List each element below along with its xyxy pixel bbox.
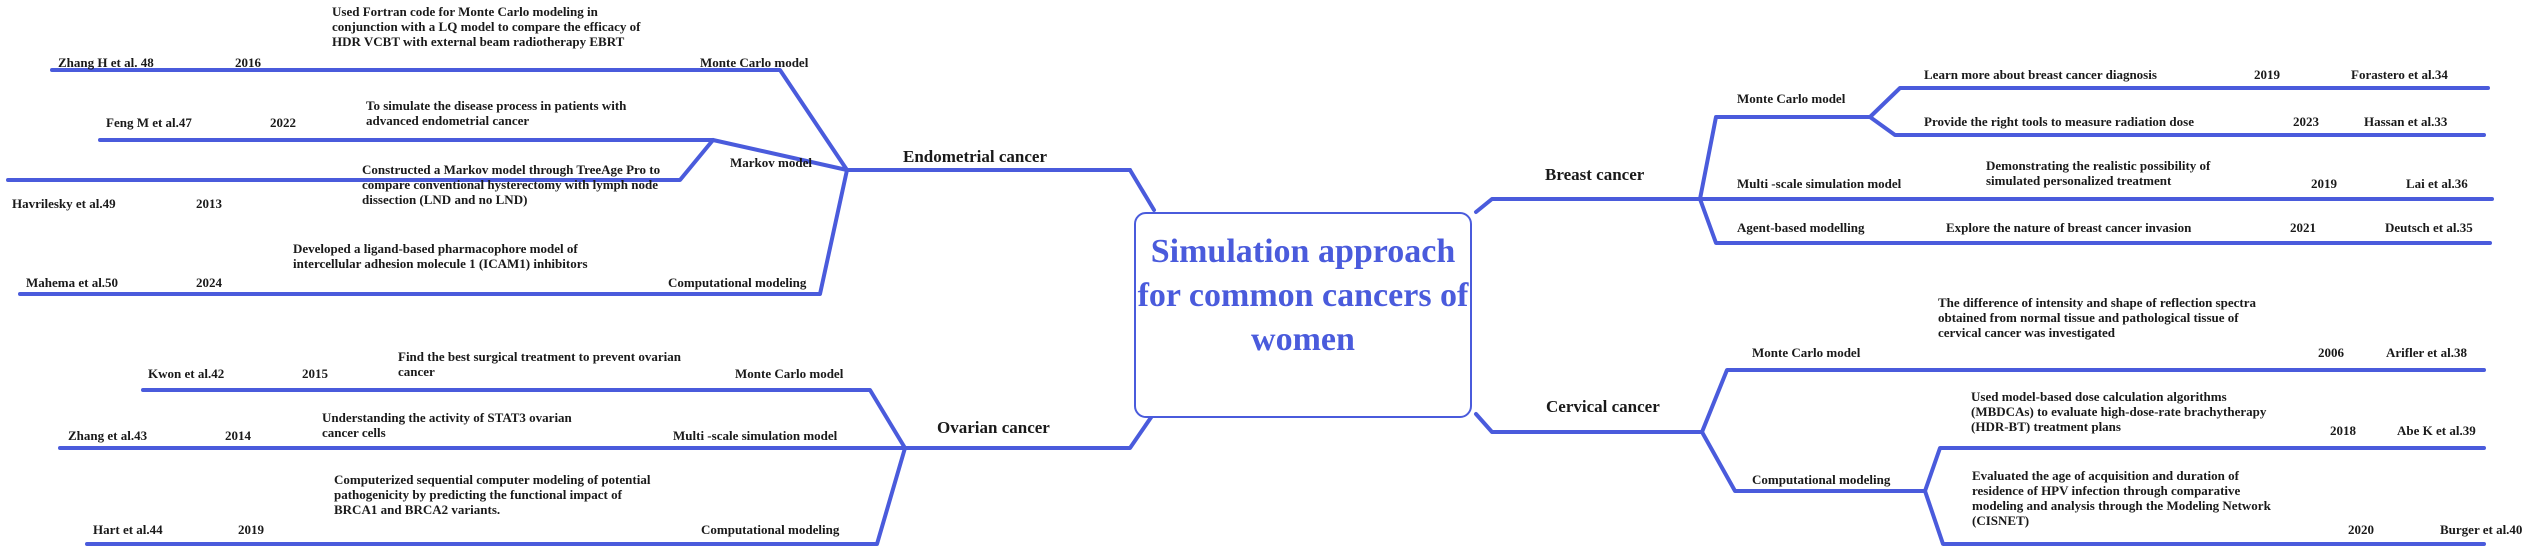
endometrial-comp-method: Computational modeling	[668, 275, 807, 290]
line-endometrial-computational	[18, 168, 1132, 296]
endometrial-comp-year: 2024	[196, 275, 222, 290]
breast-agent-method: Agent-based modelling	[1737, 220, 1865, 235]
ovarian-ms-author: Zhang et al.43	[68, 428, 148, 443]
endometrial-comp-desc: Developed a ligand-based pharmacophore m…	[293, 241, 588, 271]
endometrial-markov-desc-1: To simulate the disease process in patie…	[366, 98, 627, 128]
breast-mc-author-1: Forastero et al.34	[2351, 67, 2448, 82]
category-ovarian: Ovarian cancer	[937, 418, 1050, 437]
breast-ms-desc: Demonstrating the realistic possibility …	[1986, 158, 2211, 188]
line-endometrial-markov-bottom	[6, 138, 715, 182]
breast-ms-author: Lai et al.36	[2406, 176, 2468, 191]
endometrial-mc-desc: Used Fortran code for Monte Carlo modeli…	[332, 4, 641, 49]
cervical-mc-year: 2006	[2318, 345, 2344, 360]
endometrial-mc-year: 2016	[235, 55, 261, 70]
line-breast-monte-carlo	[1474, 86, 2490, 214]
endometrial-mc-method: Monte Carlo model	[700, 55, 809, 70]
cervical-comp-year-2: 2020	[2348, 522, 2374, 537]
ovarian-comp-method: Computational modeling	[701, 522, 840, 537]
endometrial-comp-author: Mahema et al.50	[26, 275, 119, 290]
ovarian-mc-desc: Find the best surgical treatment to prev…	[398, 349, 681, 379]
endometrial-mc-author: Zhang H et al. 48	[58, 55, 154, 70]
breast-mc-desc-2: Provide the right tools to measure radia…	[1924, 114, 2194, 129]
center-title: Simulation approach for common cancers o…	[1137, 233, 1469, 358]
endometrial-markov-year-2: 2013	[196, 196, 222, 211]
cervical-comp-desc-2: Evaluated the age of acquisition and dur…	[1972, 468, 2271, 528]
ovarian-mc-author: Kwon et al.42	[148, 366, 225, 381]
breast-mc-desc-1: Learn more about breast cancer diagnosis	[1924, 67, 2157, 82]
ovarian-comp-desc: Computerized sequential computer modelin…	[334, 472, 651, 517]
line-ovarian-computational	[85, 446, 907, 546]
line-breast-agent	[1698, 197, 2492, 245]
ovarian-ms-desc: Understanding the activity of STAT3 ovar…	[322, 410, 572, 440]
category-endometrial: Endometrial cancer	[903, 147, 1047, 166]
center-box	[1134, 212, 1472, 418]
ovarian-comp-author: Hart et al.44	[93, 522, 163, 537]
category-cervical: Cervical cancer	[1546, 397, 1660, 416]
breast-mc-method: Monte Carlo model	[1737, 91, 1846, 106]
breast-mc-year-1: 2019	[2254, 67, 2280, 82]
cervical-comp-desc-1: Used model-based dose calculation algori…	[1971, 389, 2267, 434]
category-breast: Breast cancer	[1545, 165, 1645, 184]
cervical-comp-author-1: Abe K et al.39	[2397, 423, 2476, 438]
line-breast-monte-carlo-lower	[1868, 115, 2486, 137]
breast-ms-year: 2019	[2311, 176, 2337, 191]
ovarian-mc-method: Monte Carlo model	[735, 366, 844, 381]
ovarian-comp-year: 2019	[238, 522, 264, 537]
endometrial-markov-year-1: 2022	[270, 115, 296, 130]
endometrial-markov-author-1: Feng M et al.47	[106, 115, 192, 130]
breast-agent-year: 2021	[2290, 220, 2316, 235]
line-cervical-computational-bottom	[1923, 489, 2486, 546]
cervical-mc-method: Monte Carlo model	[1752, 345, 1861, 360]
cervical-comp-method: Computational modeling	[1752, 472, 1891, 487]
cervical-comp-year-1: 2018	[2330, 423, 2356, 438]
breast-agent-author: Deutsch et al.35	[2385, 220, 2473, 235]
endometrial-markov-author-2: Havrilesky et al.49	[12, 196, 116, 211]
cervical-mc-author: Arifler et al.38	[2386, 345, 2467, 360]
breast-mc-year-2: 2023	[2293, 114, 2319, 129]
cervical-comp-author-2: Burger et al.40	[2440, 522, 2523, 537]
breast-mc-author-2: Hassan et al.33	[2364, 114, 2448, 129]
ovarian-ms-method: Multi -scale simulation model	[673, 428, 838, 443]
ovarian-mc-year: 2015	[302, 366, 328, 381]
ovarian-ms-year: 2014	[225, 428, 251, 443]
endometrial-markov-desc-2: Constructed a Markov model through TreeA…	[362, 162, 661, 207]
endometrial-markov-method: Markov model	[730, 155, 812, 170]
cervical-mc-desc: The difference of intensity and shape of…	[1938, 295, 2256, 340]
breast-agent-desc: Explore the nature of breast cancer inva…	[1946, 220, 2192, 235]
breast-ms-method: Multi -scale simulation model	[1737, 176, 1902, 191]
